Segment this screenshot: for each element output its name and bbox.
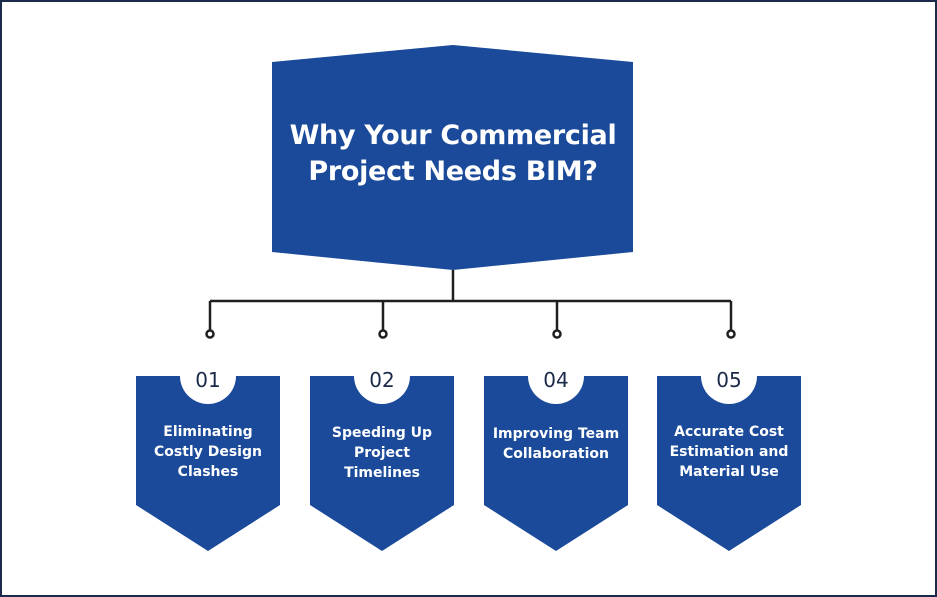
- title-box: [272, 45, 633, 270]
- card-1-label-line-1: Eliminating: [163, 424, 253, 440]
- title-line-2: Project Needs BIM?: [308, 156, 598, 187]
- card-4-shape: [657, 376, 801, 551]
- card-4-label: Accurate Cost Estimation and Material Us…: [657, 422, 801, 482]
- card-4-number-tab: [701, 370, 757, 404]
- card-1-number-tab: [180, 370, 236, 404]
- card-4-label-line-1: Accurate Cost: [674, 424, 784, 440]
- card-3-number: 04: [543, 368, 569, 392]
- card-2-number: 02: [369, 368, 395, 392]
- card-1-shape: [136, 376, 280, 551]
- card-2-number-tab: [354, 370, 410, 404]
- connector-lines: [208, 270, 733, 331]
- connector-nodes: [205, 329, 736, 339]
- card-2-shape: [310, 376, 454, 551]
- card-2-label-line-3: Timelines: [344, 465, 420, 481]
- card-1-label: Eliminating Costly Design Clashes: [136, 422, 280, 482]
- card-3-label-line-1: Improving Team: [492, 426, 620, 442]
- card-2-label-line-2: Project: [353, 445, 411, 461]
- card-3-shape: [484, 376, 628, 551]
- card-4-number: 05: [716, 368, 742, 392]
- card-1-label-line-3: Clashes: [177, 464, 239, 480]
- card-3-number-tab: [528, 370, 584, 404]
- card-2-label-line-1: Speeding Up: [331, 425, 433, 441]
- card-4-label-line-3: Material Use: [679, 464, 779, 480]
- card-3-label: Improving Team Collaboration: [484, 424, 628, 464]
- title-line-1: Why Your Commercial: [289, 120, 617, 151]
- card-3-label-line-2: Collaboration: [502, 446, 609, 462]
- card-4-label-line-2: Estimation and: [669, 444, 789, 460]
- card-2-label: Speeding Up Project Timelines: [310, 423, 454, 483]
- card-1-number: 01: [195, 368, 221, 392]
- card-1-label-line-2: Costly Design: [154, 444, 262, 460]
- diagram-title: Why Your Commercial Project Needs BIM?: [272, 118, 634, 190]
